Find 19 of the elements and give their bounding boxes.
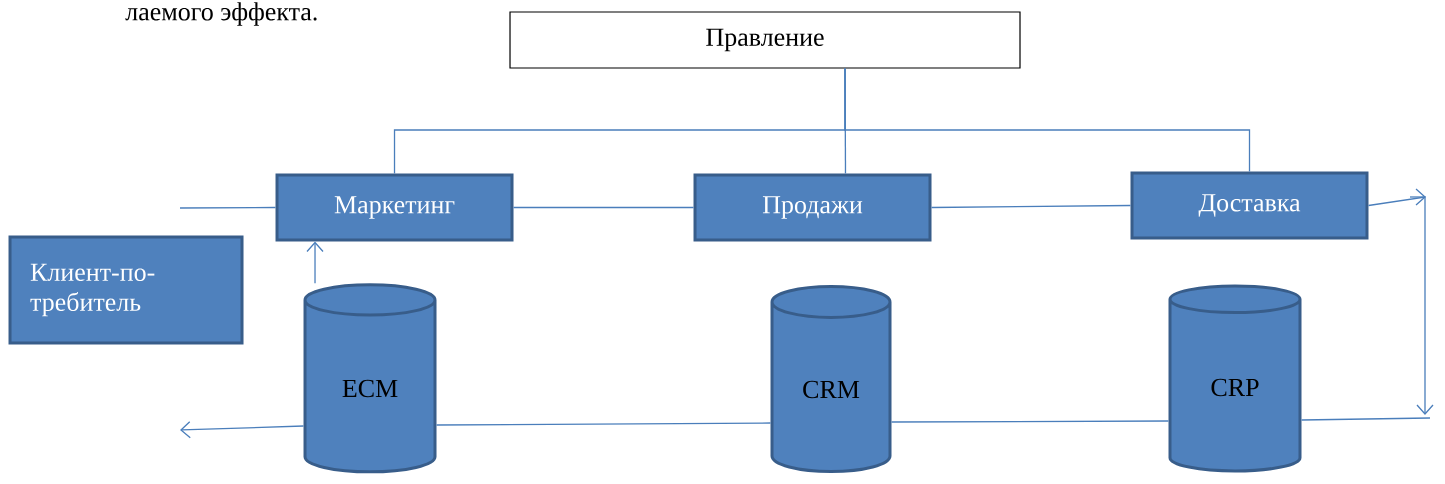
connector-line (435, 422, 772, 426)
connector-line (844, 67, 1251, 173)
connector-line (179, 206, 277, 209)
process-box: Доставка (1130, 171, 1369, 240)
connector-line (890, 420, 1170, 423)
process-box: Клиент-по-требитель (8, 235, 244, 345)
process-box: Правление (509, 11, 1021, 69)
connector-line (180, 421, 305, 439)
text-fragment: лаемого эффекта. (125, 2, 317, 26)
connector-line (1367, 188, 1434, 415)
connector-line (1300, 417, 1431, 421)
connector-line (512, 206, 695, 209)
database-cylinder: CRM (770, 285, 892, 473)
process-box: Продажи (693, 173, 932, 242)
connector-line (306, 241, 324, 284)
database-cylinder: ECM (303, 283, 437, 474)
database-cylinder: CRP (1168, 284, 1302, 473)
process-box: Маркетинг (275, 173, 514, 242)
connector-line (930, 204, 1132, 209)
